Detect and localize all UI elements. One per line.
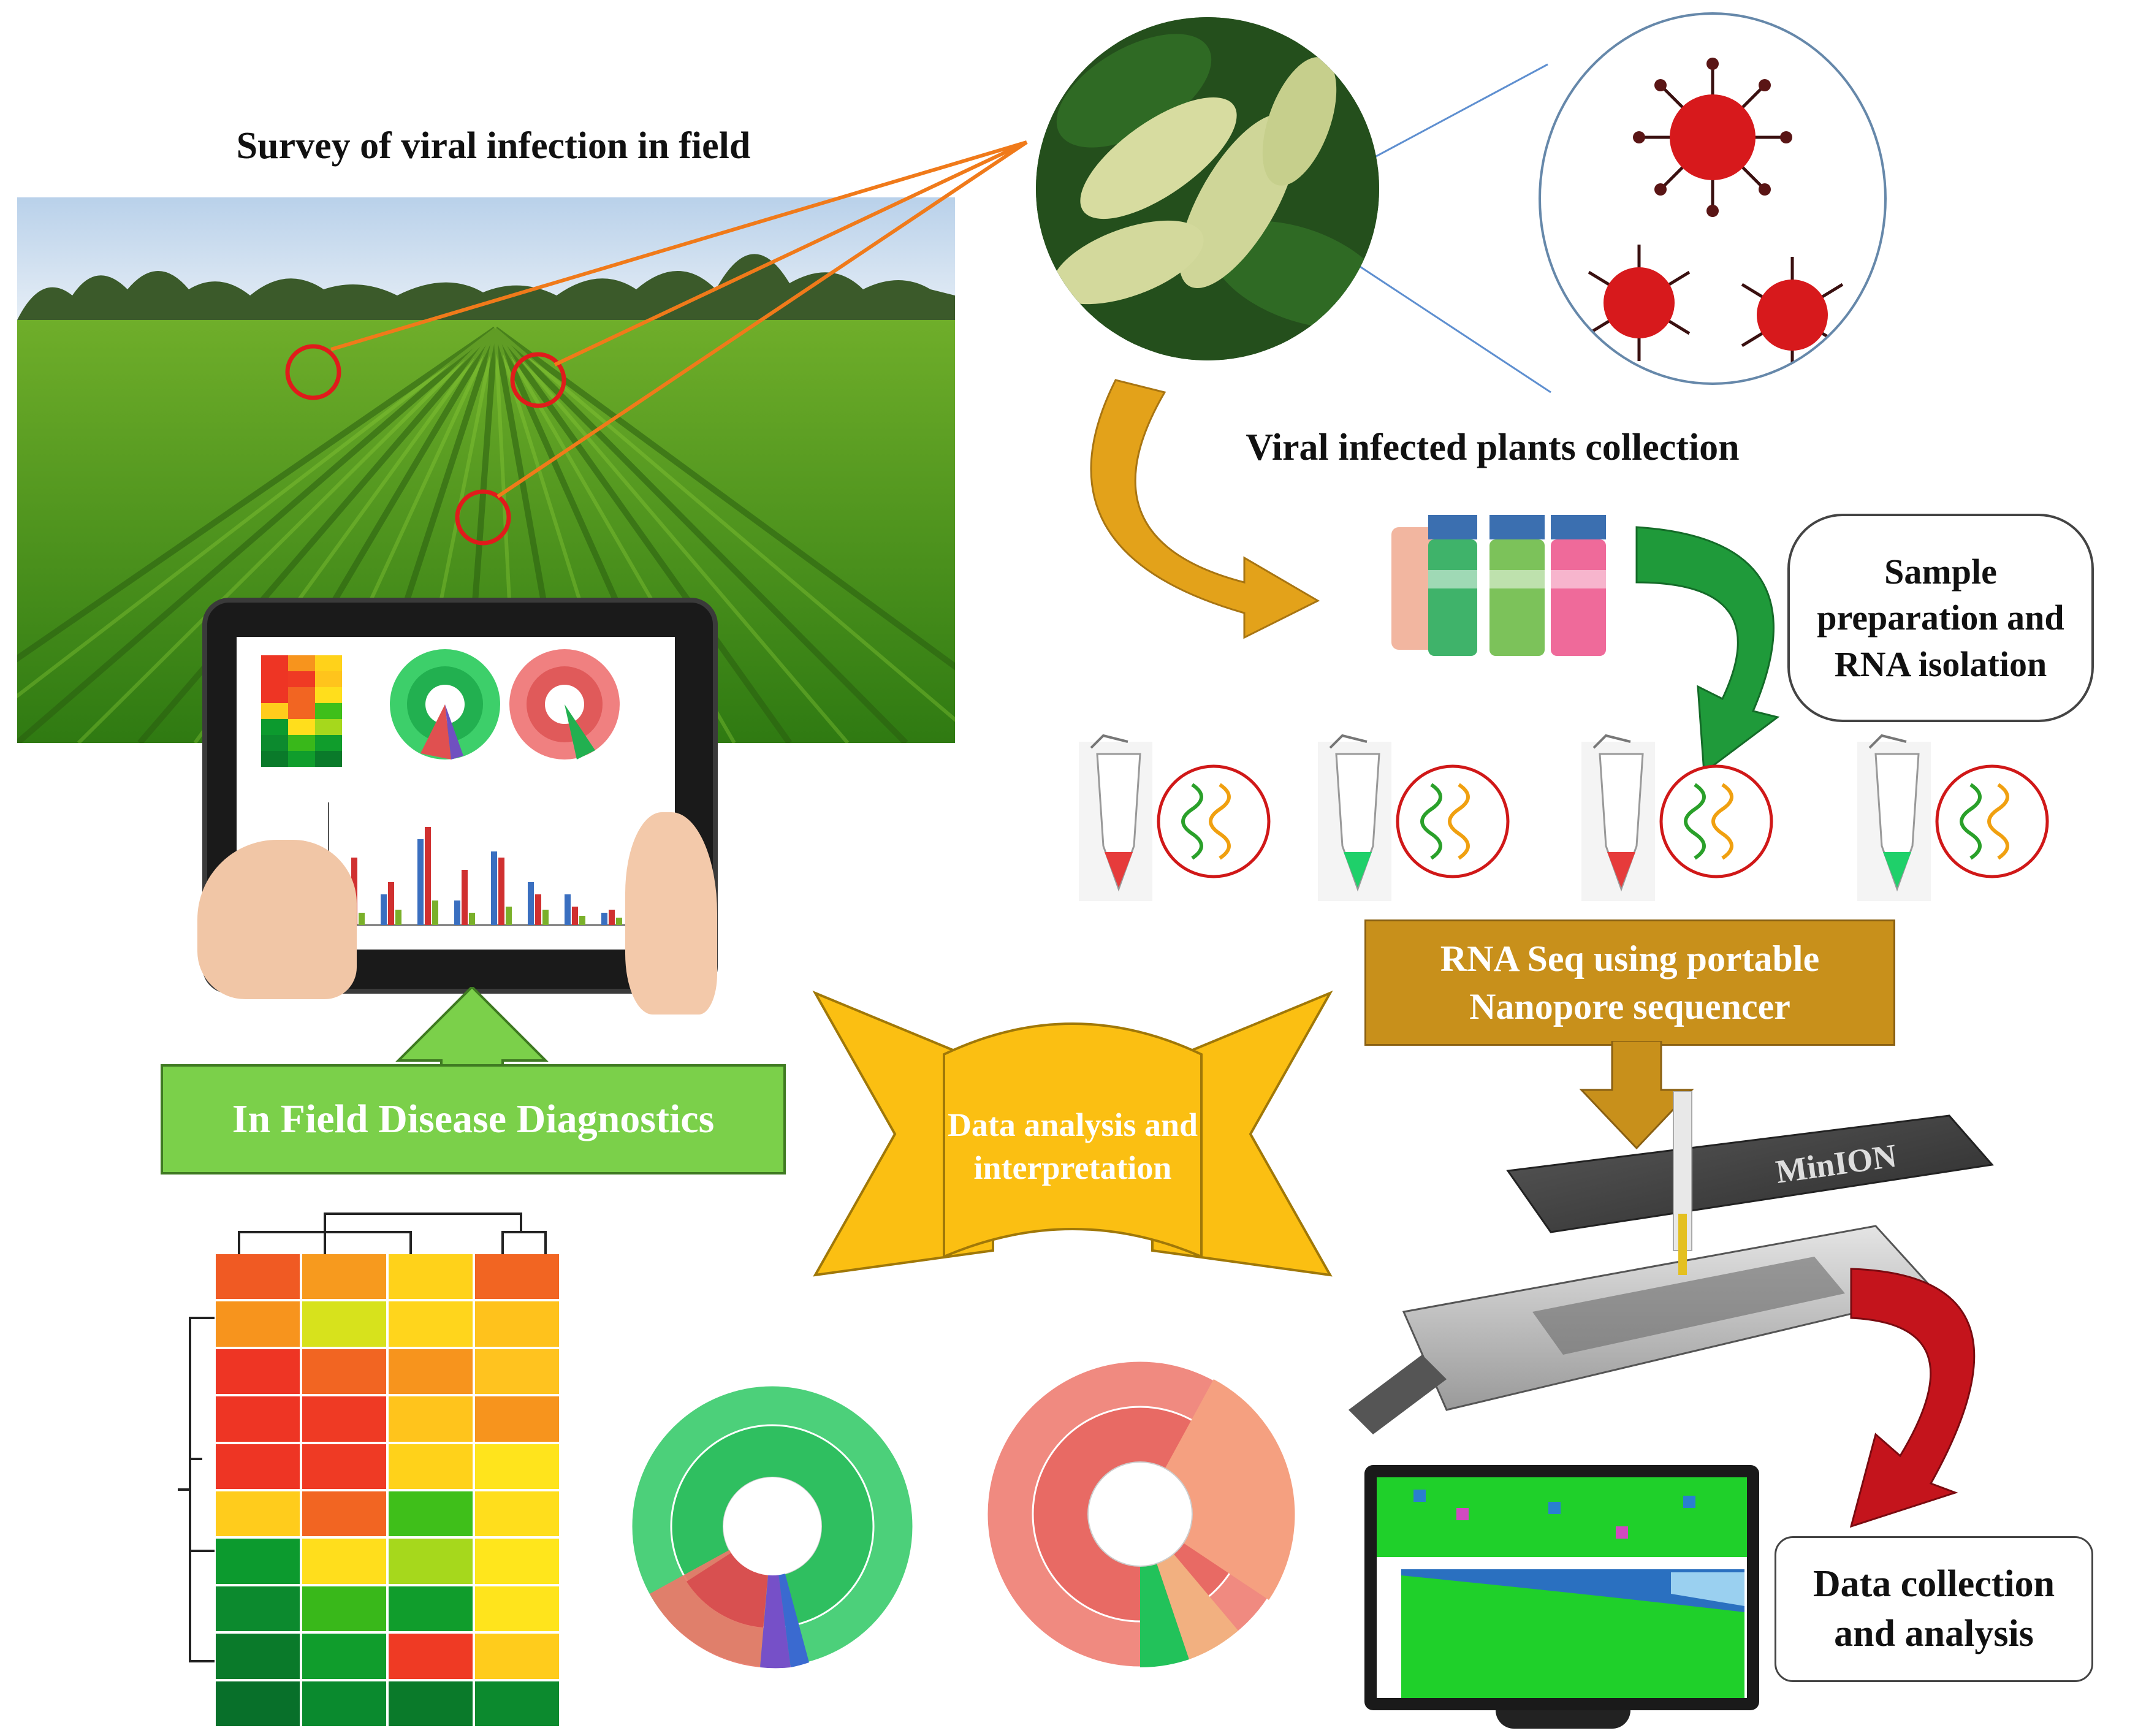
data-analysis-banner bbox=[812, 990, 1333, 1277]
heatmap-cell bbox=[216, 1396, 300, 1442]
krona-chart-green bbox=[630, 1384, 915, 1669]
heatmap-cell bbox=[389, 1634, 473, 1679]
heatmap-cell bbox=[216, 1491, 300, 1537]
heatmap-cell bbox=[302, 1396, 386, 1442]
arrow-collection bbox=[1090, 379, 1320, 639]
data-collection-box: Data collection and analysis bbox=[1775, 1536, 2093, 1682]
heatmap-cell bbox=[302, 1444, 386, 1489]
monitor-stand bbox=[1496, 1710, 1630, 1729]
heatmap-cell bbox=[389, 1539, 473, 1584]
heatmap-cell bbox=[475, 1396, 559, 1442]
heatmap-cell bbox=[389, 1586, 473, 1632]
heatmap-cell bbox=[389, 1491, 473, 1537]
heatmap-cell bbox=[216, 1444, 300, 1489]
tube-red-1 bbox=[1079, 734, 1271, 901]
heatmap-cell bbox=[475, 1349, 559, 1395]
heatmap-cell bbox=[475, 1254, 559, 1300]
sample-circle bbox=[510, 352, 566, 408]
rna-seq-label: RNA Seq using portable Nanopore sequence… bbox=[1440, 938, 1820, 1027]
in-field-box: In Field Disease Diagnostics bbox=[161, 1064, 786, 1174]
arrow-rna-seq-down bbox=[1579, 1041, 1694, 1150]
heatmap-cell bbox=[216, 1681, 300, 1726]
heatmap-cell bbox=[389, 1396, 473, 1442]
tube-green-2 bbox=[1857, 734, 2049, 901]
monitor bbox=[1364, 1465, 1759, 1710]
rna-tubes bbox=[1073, 729, 2066, 913]
arrow-data-collection bbox=[1849, 1268, 1976, 1528]
infected-leaf-photo bbox=[1036, 17, 1379, 360]
heatmap-cell bbox=[216, 1539, 300, 1584]
heatmap-cell bbox=[302, 1491, 386, 1537]
heatmap-cell bbox=[216, 1301, 300, 1347]
sample-prep-label: Sample preparation and RNA isolation bbox=[1817, 551, 2064, 684]
sample-circle bbox=[285, 344, 341, 400]
virus-zoom bbox=[1539, 12, 1887, 385]
heatmap-cell bbox=[389, 1444, 473, 1489]
rna-seq-box: RNA Seq using portable Nanopore sequence… bbox=[1364, 919, 1895, 1046]
heatmap-cell bbox=[475, 1634, 559, 1679]
heatmap-cell bbox=[302, 1634, 386, 1679]
sample-prep-box: Sample preparation and RNA isolation bbox=[1787, 514, 2094, 722]
heatmap-cell bbox=[302, 1254, 386, 1300]
tablet-screen bbox=[237, 637, 675, 950]
heatmap-cell bbox=[216, 1349, 300, 1395]
heatmap-cell bbox=[475, 1444, 559, 1489]
virus-icon bbox=[1588, 58, 1844, 373]
heatmap-cell bbox=[475, 1491, 559, 1537]
arrow-in-field-up bbox=[395, 987, 549, 1073]
heatmap-cell bbox=[216, 1254, 300, 1300]
heatmap-cell bbox=[475, 1681, 559, 1726]
sample-vials bbox=[1385, 509, 1618, 662]
heatmap bbox=[216, 1254, 559, 1726]
sample-circle bbox=[455, 489, 511, 546]
heatmap-cell bbox=[389, 1254, 473, 1300]
heatmap-cell bbox=[475, 1301, 559, 1347]
heatmap-cell bbox=[389, 1301, 473, 1347]
in-field-label: In Field Disease Diagnostics bbox=[232, 1097, 715, 1141]
heatmap-cell bbox=[302, 1681, 386, 1726]
tube-green-1 bbox=[1318, 734, 1510, 901]
heatmap-cell bbox=[302, 1586, 386, 1632]
heatmap-cell bbox=[302, 1301, 386, 1347]
hand-right bbox=[625, 812, 717, 1015]
survey-label: Survey of viral infection in field bbox=[236, 125, 751, 167]
arrow-sample-prep bbox=[1635, 526, 1780, 774]
krona-chart-red bbox=[986, 1360, 1295, 1669]
data-collection-label: Data collection and analysis bbox=[1813, 1563, 2055, 1654]
tube-red-2 bbox=[1581, 734, 1773, 901]
hand-left bbox=[197, 840, 357, 999]
heatmap-cell bbox=[302, 1349, 386, 1395]
heatmap-cell bbox=[389, 1681, 473, 1726]
heatmap-cell bbox=[216, 1634, 300, 1679]
data-analysis-label: Data analysis and interpretation bbox=[947, 1106, 1198, 1187]
heatmap-cell bbox=[475, 1586, 559, 1632]
collection-label: Viral infected plants collection bbox=[1246, 427, 1740, 468]
heatmap-cell bbox=[475, 1539, 559, 1584]
dendrogram bbox=[178, 1213, 547, 1662]
heatmap-cell bbox=[302, 1539, 386, 1584]
heatmap-cell bbox=[216, 1586, 300, 1632]
heatmap-cell bbox=[389, 1349, 473, 1395]
